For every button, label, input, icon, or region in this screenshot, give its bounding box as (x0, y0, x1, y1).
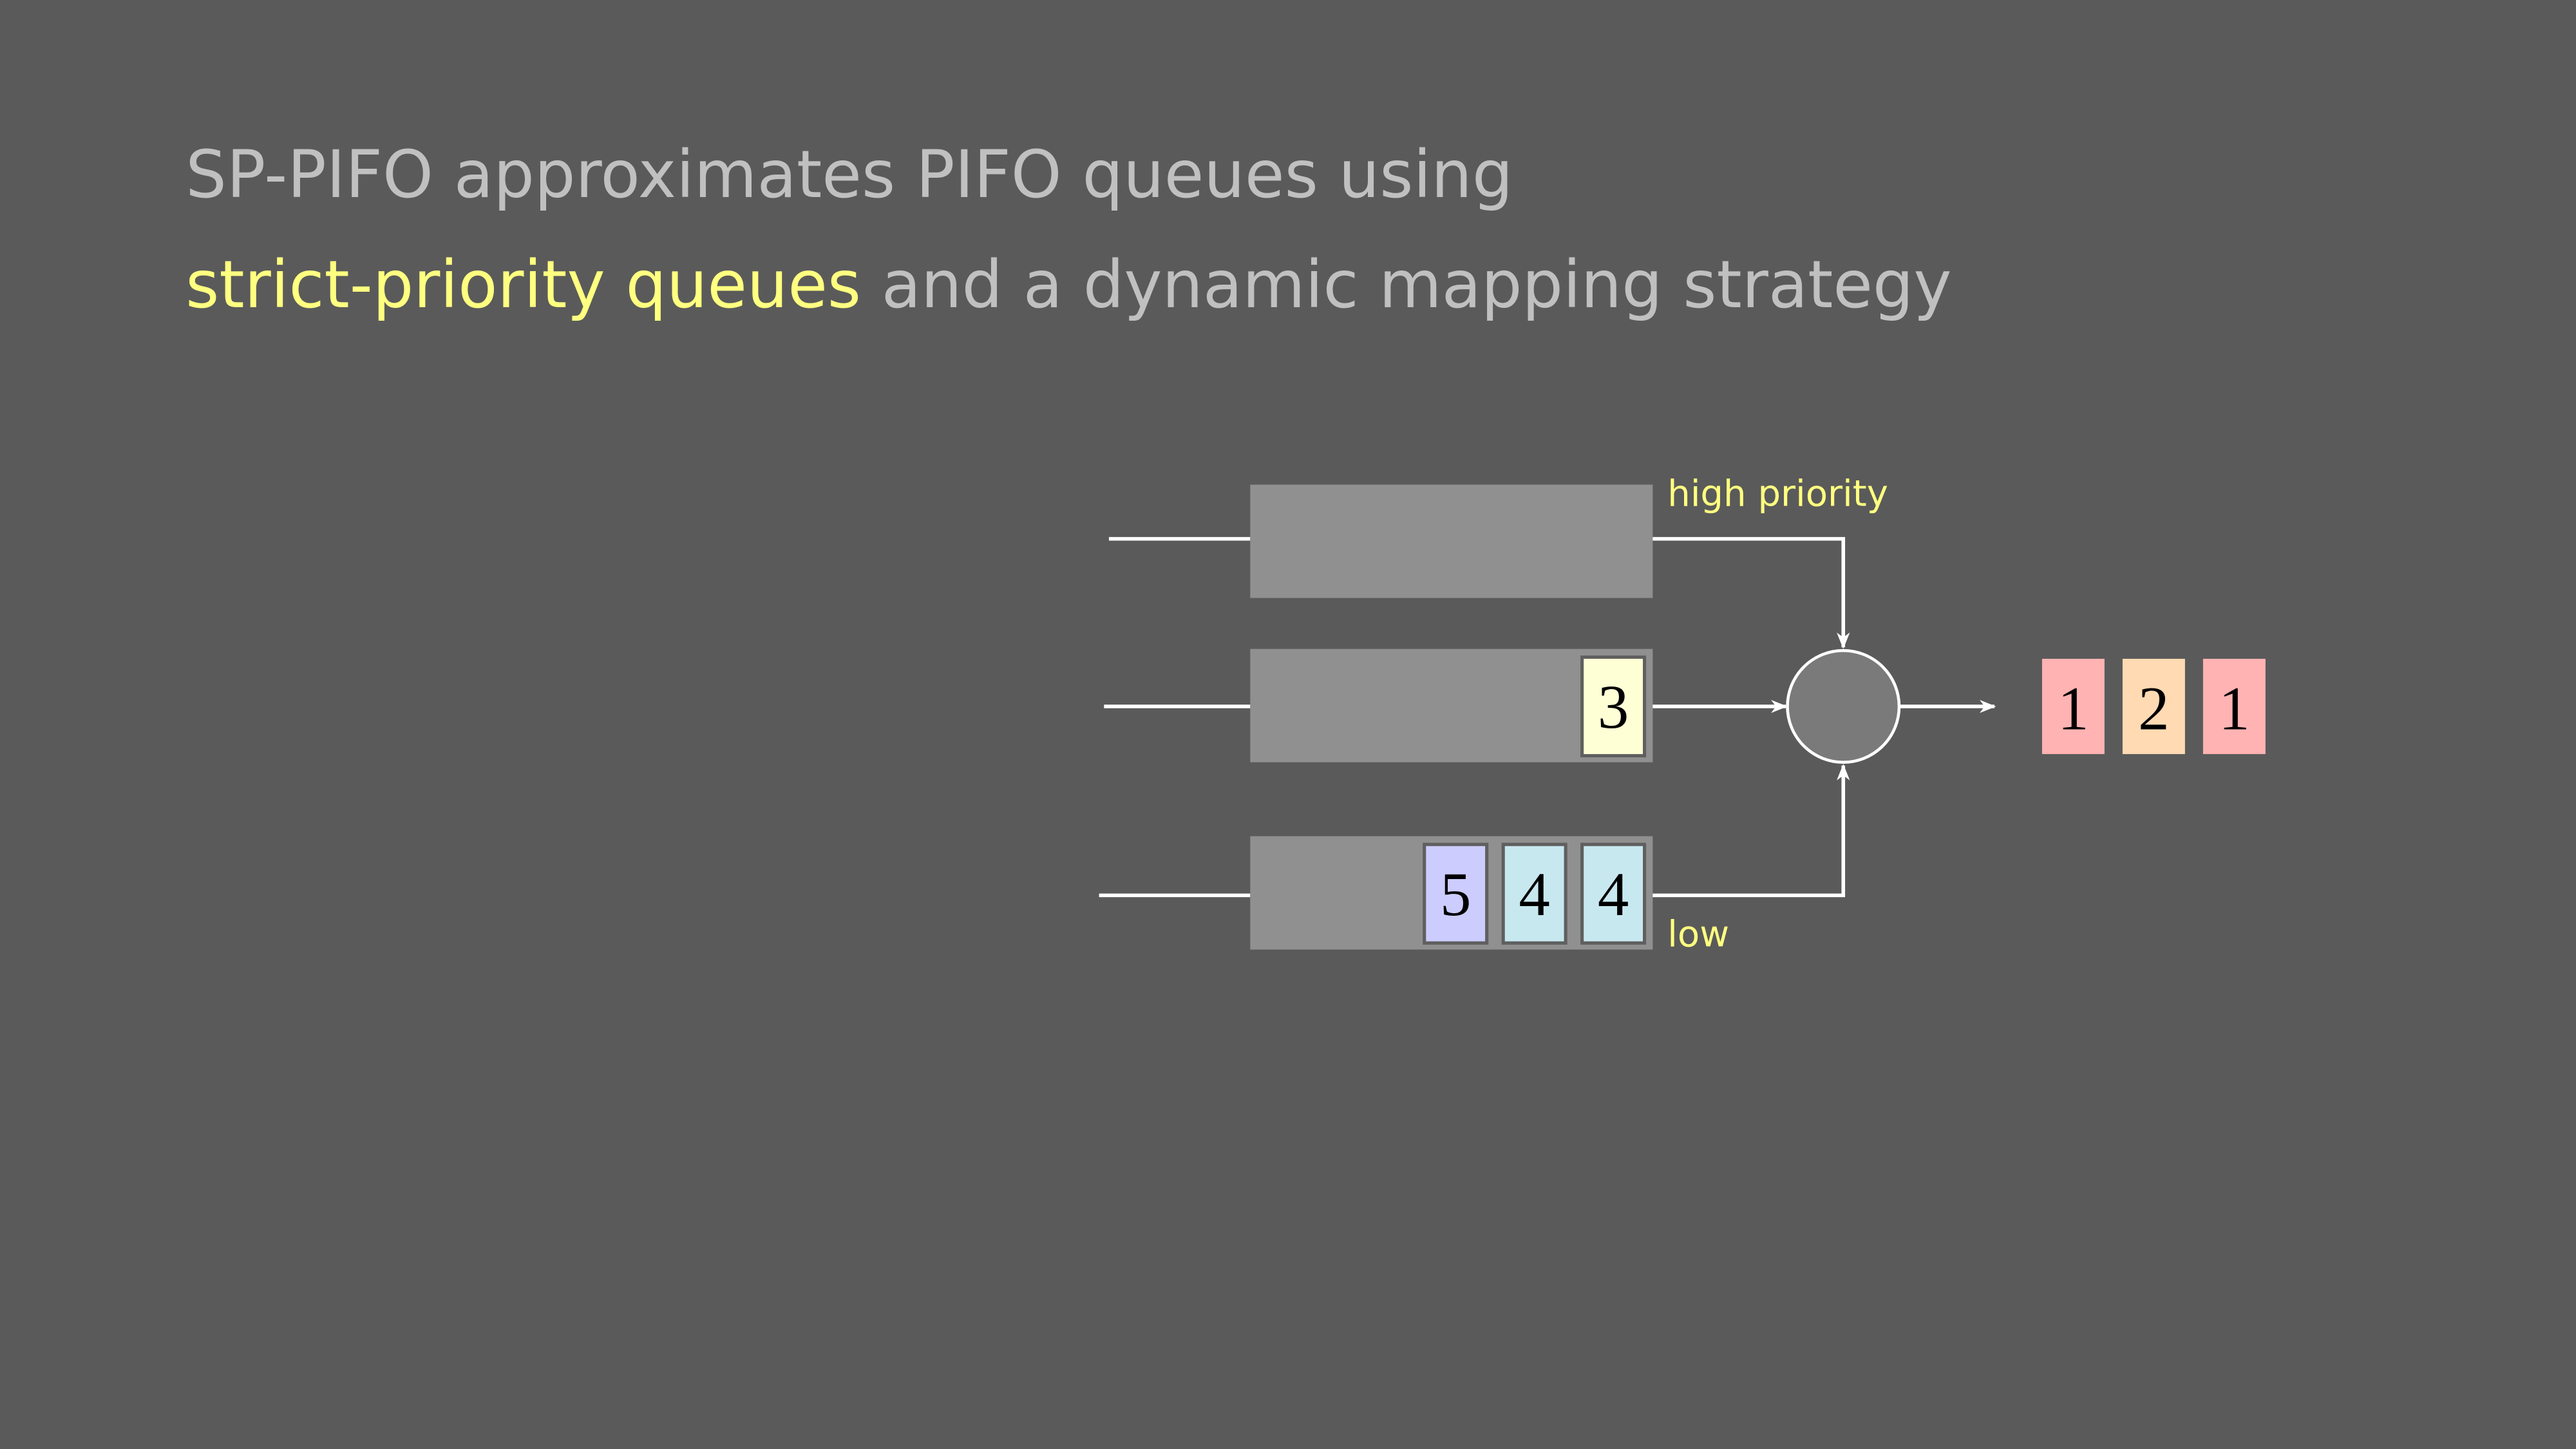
packet-rank: 3 (1598, 672, 1629, 741)
arrow-high-to-scheduler (1653, 536, 1850, 649)
title-line-1: SP-PIFO approximates PIFO queues using (185, 137, 1513, 213)
arrow-low-to-scheduler (1653, 764, 1850, 898)
packet (1423, 842, 1489, 945)
scheduler-circle (1786, 649, 1901, 764)
title-highlight: strict-priority queues (185, 247, 861, 323)
packet (1580, 655, 1647, 758)
title-rest: and a dynamic mapping strategy (861, 247, 1952, 323)
packet-rank: 4 (1598, 860, 1629, 929)
packet-rank: 5 (1440, 860, 1471, 929)
output-packet (2122, 658, 2185, 754)
output-packet (2202, 658, 2266, 754)
output-packet (2041, 658, 2105, 754)
label-low: low (1667, 913, 1729, 955)
label-high-priority: high priority (1667, 473, 1888, 515)
queue-high (1250, 484, 1653, 598)
packet-rank: 4 (1519, 860, 1549, 929)
packet (1501, 842, 1567, 945)
packet (1580, 842, 1647, 945)
output-packet-rank: 1 (2219, 674, 2249, 743)
output-packet-rank: 2 (2138, 674, 2169, 743)
title-line-2: strict-priority queues and a dynamic map… (185, 247, 1951, 323)
output-packet-rank: 1 (2058, 674, 2088, 743)
